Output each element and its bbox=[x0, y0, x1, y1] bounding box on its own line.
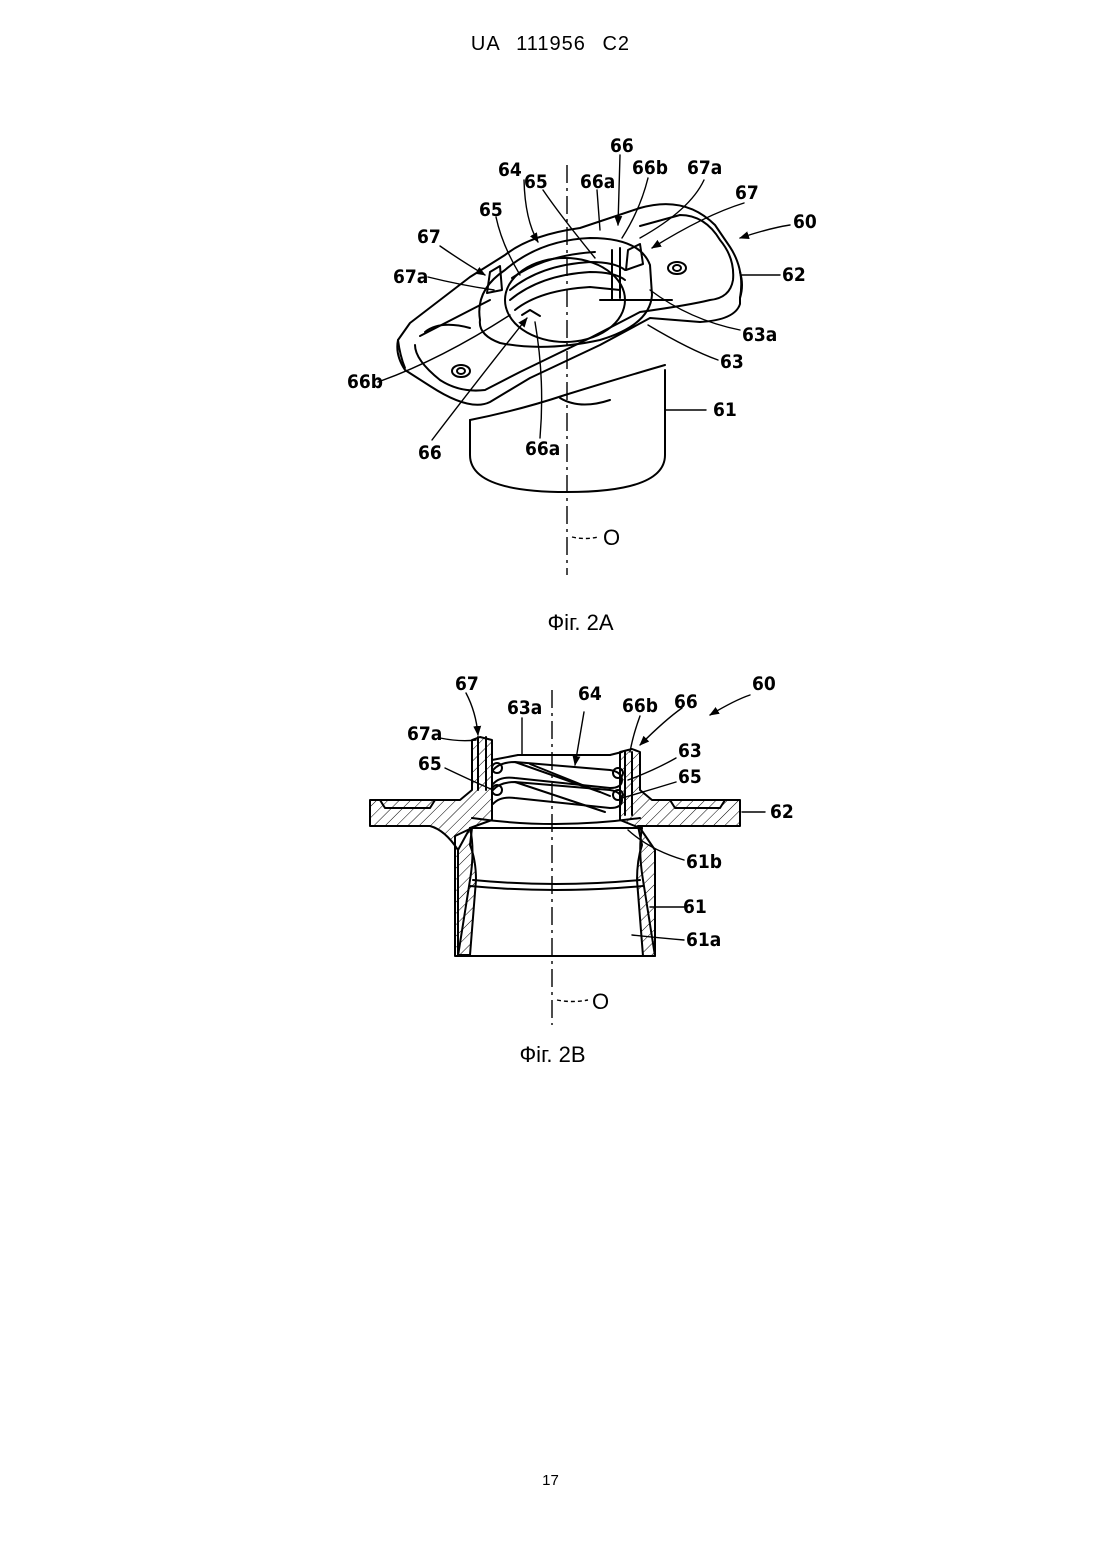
label-61a-2b: 61a bbox=[686, 929, 721, 951]
label-67a-left-2a: 67a bbox=[393, 266, 428, 288]
label-65-left-2b: 65 bbox=[418, 753, 442, 775]
label-61-2b: 61 bbox=[683, 896, 707, 918]
label-66a-bottom-2a: 66a bbox=[525, 438, 560, 460]
label-66b-top-2a: 66b bbox=[632, 157, 668, 179]
label-62-2b: 62 bbox=[770, 801, 794, 823]
page-number: 17 bbox=[0, 1472, 1101, 1489]
label-67a-top-2a: 67a bbox=[687, 157, 722, 179]
label-66a-top-2a: 66a bbox=[580, 171, 615, 193]
label-67-2b: 67 bbox=[455, 673, 479, 695]
label-63a-2a: 63a bbox=[742, 324, 777, 346]
label-67-left-2a: 67 bbox=[417, 226, 441, 248]
label-64-2a: 64 bbox=[498, 159, 522, 181]
label-61-2a: 61 bbox=[713, 399, 737, 421]
label-64-2b: 64 bbox=[578, 683, 602, 705]
label-65-left-2a: 65 bbox=[479, 199, 503, 221]
label-63-2a: 63 bbox=[720, 351, 744, 373]
label-61b-2b: 61b bbox=[686, 851, 722, 873]
label-60-2a: 60 bbox=[793, 211, 817, 233]
groove-61b bbox=[473, 880, 640, 884]
label-62-2a: 62 bbox=[782, 264, 806, 286]
figure-2a-caption: Фіг. 2А bbox=[30, 610, 1101, 636]
axis-o-label-2b: O bbox=[592, 989, 609, 1014]
figure-2a-drawing: O 60 61 62 63 63a 64 65 65 66 66 66a 66a bbox=[0, 0, 1101, 600]
label-63a-2b: 63a bbox=[507, 697, 542, 719]
label-65-right-2b: 65 bbox=[678, 766, 702, 788]
axis-o-label-2a: O bbox=[603, 525, 620, 550]
label-60-2b: 60 bbox=[752, 673, 776, 695]
label-67-right-2a: 67 bbox=[735, 182, 759, 204]
label-66b-2b: 66b bbox=[622, 695, 658, 717]
label-66-bottom-2a: 66 bbox=[418, 442, 442, 464]
label-66-2b: 66 bbox=[674, 691, 698, 713]
bore-61 bbox=[458, 828, 655, 956]
figure-2b-drawing: O 60 61 61a 61b 62 63 63a 64 65 65 66 66… bbox=[0, 640, 1101, 1040]
label-66b-left-2a: 66b bbox=[347, 371, 383, 393]
label-66-top-2a: 66 bbox=[610, 135, 634, 157]
label-63-2b: 63 bbox=[678, 740, 702, 762]
label-65-top-2a: 65 bbox=[524, 171, 548, 193]
label-67a-2b: 67a bbox=[407, 723, 442, 745]
figure-2b-caption: Фіг. 2В bbox=[2, 1042, 1101, 1068]
